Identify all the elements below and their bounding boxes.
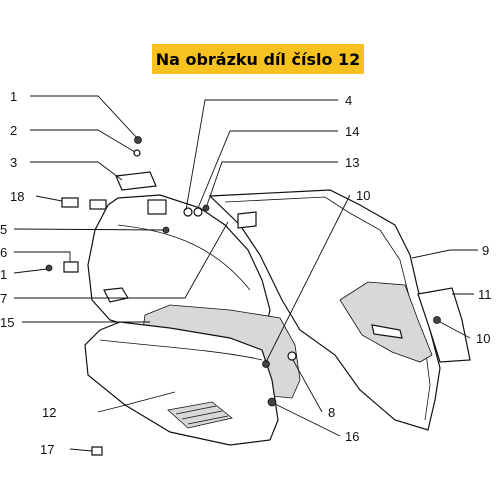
leader-14 <box>197 130 338 209</box>
clip-3 <box>115 171 157 191</box>
callout-11: 11 <box>478 287 492 302</box>
bottom-cover <box>84 321 279 446</box>
side-panel-slot <box>371 324 403 339</box>
leader-10-right <box>439 321 471 339</box>
small-rear-panel <box>417 287 471 363</box>
callout-17: 17 <box>40 442 54 457</box>
leader-6 <box>14 251 71 262</box>
leader-1-lower <box>13 268 48 274</box>
leader-1-top <box>30 95 138 139</box>
callout-1-top: 1 <box>10 89 17 104</box>
callout-10-top: 10 <box>356 188 370 203</box>
leader-18 <box>35 195 63 202</box>
leader-10-top <box>265 194 351 363</box>
nut-14 <box>193 207 203 217</box>
callout-5: 5 <box>0 222 7 237</box>
leader-16 <box>274 403 341 437</box>
callout-18: 18 <box>10 189 24 204</box>
leader-2 <box>30 129 136 153</box>
side-panel <box>208 189 441 431</box>
callout-4: 4 <box>345 93 352 108</box>
callout-2: 2 <box>10 123 17 138</box>
screw-1-lower <box>45 264 53 272</box>
leader-9 <box>411 249 478 259</box>
callout-12: 12 <box>42 405 56 420</box>
leader-12 <box>97 391 176 413</box>
leader-8 <box>292 359 323 413</box>
callout-1-lower: 1 <box>0 267 7 282</box>
callout-14: 14 <box>345 124 359 139</box>
side-panel-recess <box>339 281 433 363</box>
mount-bracket <box>147 199 167 215</box>
front-panel-curve <box>117 224 251 291</box>
grommet-4 <box>183 207 193 217</box>
screw-17 <box>91 446 103 456</box>
side-panel-inner-edge <box>224 196 431 421</box>
footrest-grip-ribs <box>175 405 229 425</box>
leader-7 <box>14 221 229 299</box>
bolt-10-center <box>262 360 270 368</box>
clip-16 <box>267 397 277 407</box>
bracket-10-upper <box>237 211 257 229</box>
callout-3: 3 <box>10 155 17 170</box>
bolt-10-right <box>433 316 441 324</box>
washer-2 <box>133 149 141 157</box>
clip-6 <box>63 261 79 273</box>
leader-5 <box>13 228 165 231</box>
callout-16: 16 <box>345 429 359 444</box>
callout-10-right: 10 <box>476 331 490 346</box>
bolt-18 <box>61 197 79 208</box>
bolt-18b <box>89 199 107 210</box>
leader-13 <box>206 161 338 206</box>
callout-9: 9 <box>482 243 489 258</box>
screw-1-top <box>134 136 142 144</box>
callout-7: 7 <box>0 291 7 306</box>
screw-13 <box>202 204 210 212</box>
part-number-banner: Na obrázku díl číslo 12 <box>152 44 364 74</box>
bottom-cover-edge <box>99 339 263 361</box>
callout-13: 13 <box>345 155 359 170</box>
callout-6: 6 <box>0 245 7 260</box>
callout-8: 8 <box>328 405 335 420</box>
callout-15: 15 <box>0 315 14 330</box>
clip-8 <box>287 351 297 361</box>
leader-17 <box>69 448 93 452</box>
leader-4 <box>185 99 338 211</box>
leader-3 <box>30 161 123 181</box>
